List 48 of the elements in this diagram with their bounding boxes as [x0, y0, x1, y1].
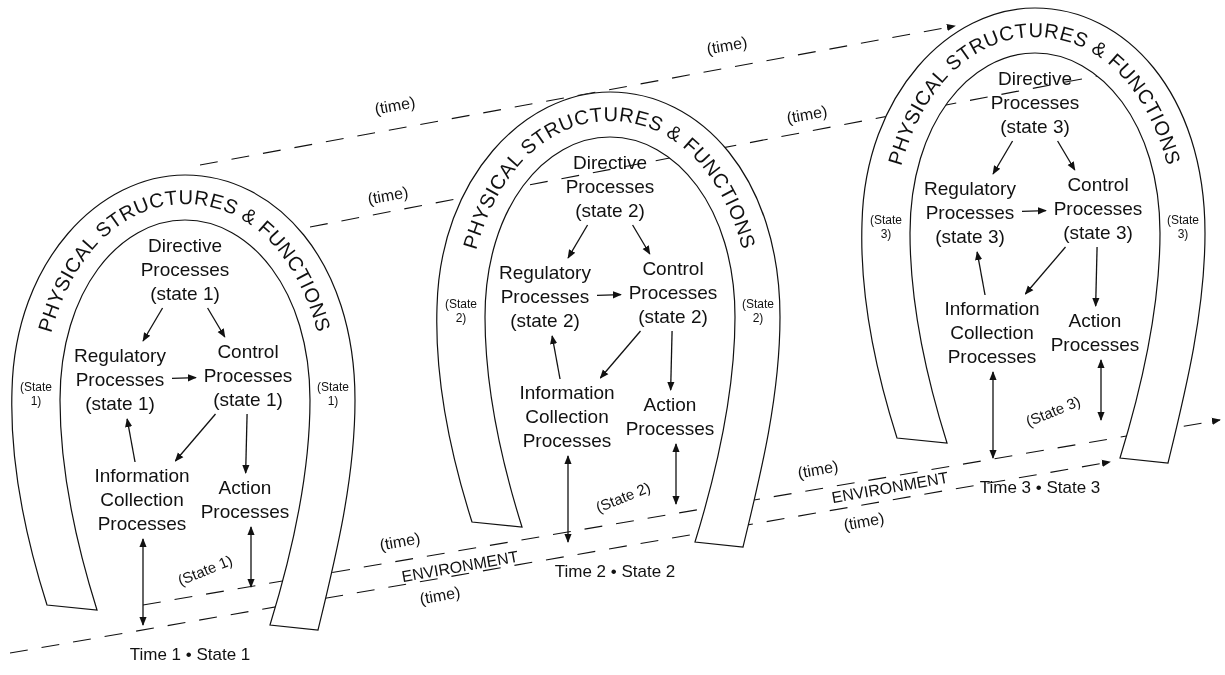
process-label: Regulatory Processes (state 2) — [495, 261, 595, 333]
process-label: Action Processes — [621, 393, 719, 441]
state-label: (State 2) — [741, 297, 775, 325]
arrow — [596, 291, 622, 299]
text-label: (State 2) — [593, 478, 653, 516]
arrow — [1024, 246, 1067, 295]
text-label: (State 3) — [1023, 392, 1083, 430]
process-label: Regulatory Processes (state 3) — [920, 177, 1020, 249]
stage-caption: Time 2 • State 2 — [554, 562, 676, 582]
state-label: (State 3) — [1166, 213, 1200, 241]
state-label: (State 3) — [869, 213, 903, 241]
process-label: Action Processes — [196, 476, 294, 524]
arrow — [171, 374, 197, 382]
arrow — [174, 413, 217, 462]
state-label: (State 1) — [316, 380, 350, 408]
process-label: Control Processes (state 1) — [199, 340, 297, 412]
process-label: Information Collection Processes — [940, 297, 1044, 369]
arrow — [242, 413, 250, 474]
arrow — [564, 455, 572, 543]
arrow — [125, 418, 136, 463]
state-label: (State 1) — [19, 380, 53, 408]
arrow — [599, 330, 642, 379]
text-label: (time) — [705, 33, 749, 59]
arrow — [550, 335, 561, 380]
process-label: Regulatory Processes (state 1) — [70, 344, 170, 416]
text-label: (time) — [785, 102, 829, 128]
arrow — [975, 251, 986, 296]
state-label: (State 2) — [444, 297, 478, 325]
text-label: (time) — [418, 583, 462, 609]
process-label: Control Processes (state 3) — [1049, 173, 1147, 245]
arrow — [247, 526, 255, 588]
arrow — [672, 443, 680, 505]
arrow — [1021, 207, 1047, 215]
stage-caption: Time 3 • State 3 — [979, 478, 1101, 498]
arrow — [1092, 246, 1100, 307]
text-label: (time) — [373, 93, 417, 119]
arrow — [139, 538, 147, 626]
arrow — [989, 371, 997, 459]
text-label: (time) — [366, 183, 410, 209]
stage-caption: Time 1 • State 1 — [129, 645, 251, 665]
text-label: (State 1) — [175, 551, 235, 589]
process-label: Control Processes (state 2) — [624, 257, 722, 329]
process-label: Information Collection Processes — [90, 464, 194, 536]
process-label: Information Collection Processes — [515, 381, 619, 453]
arrow — [1097, 359, 1105, 421]
text-label: (time) — [842, 509, 886, 535]
arrow — [667, 330, 675, 391]
process-label: Action Processes — [1046, 309, 1144, 357]
